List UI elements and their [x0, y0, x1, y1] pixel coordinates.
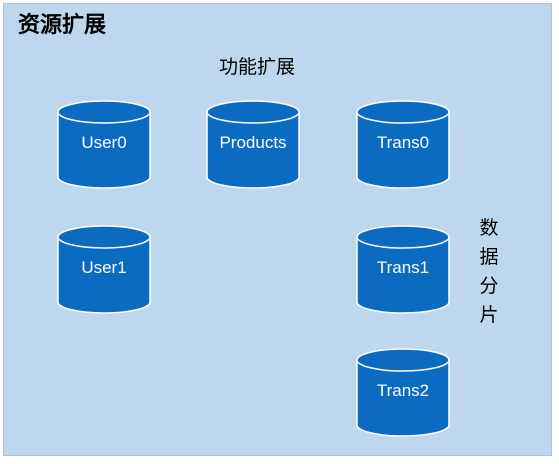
database-label: Products	[219, 133, 287, 152]
database-label: Trans1	[376, 258, 430, 277]
database-cylinder-icon	[57, 225, 151, 314]
database-products: Products	[206, 100, 300, 190]
database-trans1: Trans1	[356, 225, 450, 315]
database-label: User1	[81, 258, 127, 277]
database-trans0: Trans0	[356, 100, 450, 190]
diagram-title: 资源扩展	[18, 13, 107, 38]
database-label: User0	[81, 133, 127, 152]
database-cylinder-icon	[356, 225, 450, 314]
database-user1: User1	[57, 225, 151, 315]
database-cylinder-icon	[356, 100, 450, 189]
database-cylinder-icon	[57, 100, 151, 189]
database-cylinder-icon	[356, 348, 450, 437]
database-cylinder-icon	[206, 100, 300, 189]
database-trans2: Trans2	[356, 348, 450, 438]
database-label: Trans2	[376, 381, 430, 400]
data-sharding-label: 数据分片	[479, 217, 499, 326]
functional-expansion-label: 功能扩展	[219, 56, 296, 78]
database-label: Trans0	[376, 133, 430, 152]
database-user0: User0	[57, 100, 151, 190]
